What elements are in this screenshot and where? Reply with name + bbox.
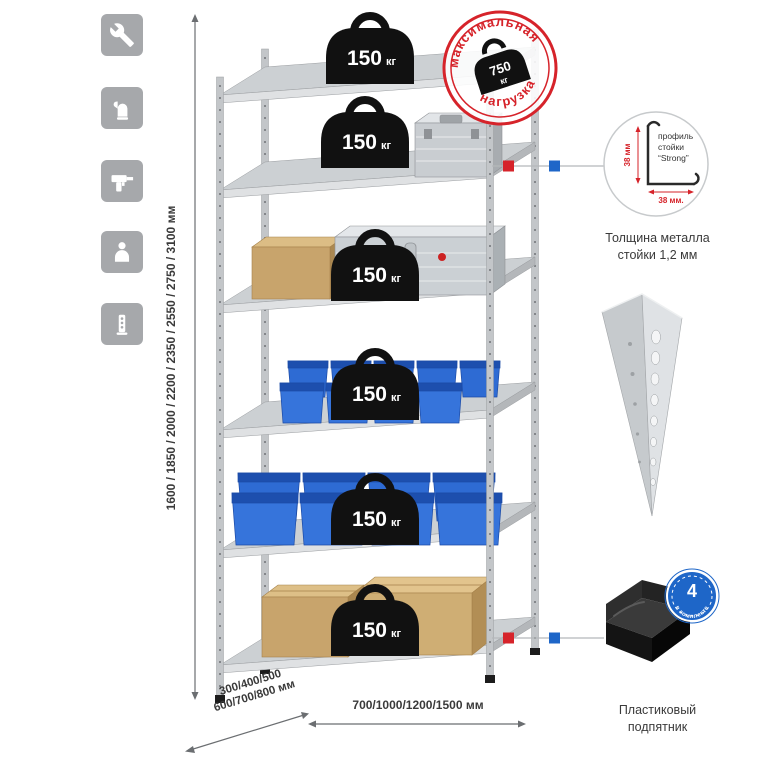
red-marker-square bbox=[503, 632, 514, 644]
quantity-badge: 4 в комплекте bbox=[664, 568, 720, 624]
max-load-stamp: максимальная нагрузка 750 кг bbox=[438, 6, 558, 126]
connector-top bbox=[492, 160, 604, 172]
wrench-icon bbox=[110, 23, 134, 47]
feature-tile-post bbox=[101, 303, 143, 345]
drill-icon bbox=[111, 175, 134, 192]
svg-text:кг: кг bbox=[391, 273, 402, 285]
svg-text:4: 4 bbox=[687, 581, 697, 601]
svg-text:“Strong”: “Strong” bbox=[658, 153, 689, 163]
shelving-rack: 150 кг 150 кг 150 кг 150 кг bbox=[215, 12, 540, 703]
post-profile-detail: 38 мм 38 мм. профиль стойки “Strong” bbox=[603, 111, 709, 217]
weight-150kg: 150 кг bbox=[331, 348, 419, 420]
svg-text:кг: кг bbox=[391, 628, 402, 640]
feature-tile-assembly bbox=[101, 14, 143, 56]
height-dimension-line bbox=[191, 14, 199, 700]
weight-150kg: 150 кг bbox=[321, 96, 409, 168]
svg-text:кг: кг bbox=[381, 140, 392, 152]
red-marker-square bbox=[503, 160, 514, 172]
svg-text:38 мм.: 38 мм. bbox=[658, 196, 683, 205]
angle-post-image bbox=[601, 293, 683, 517]
svg-text:150: 150 bbox=[342, 131, 377, 154]
svg-text:профиль: профиль bbox=[658, 131, 694, 141]
weight-750kg: 750 кг bbox=[474, 38, 531, 96]
weight-150kg: 150 кг bbox=[331, 229, 419, 301]
svg-text:150: 150 bbox=[352, 619, 387, 642]
post-side-holes bbox=[628, 342, 641, 464]
svg-text:150: 150 bbox=[347, 47, 382, 70]
post-perforations bbox=[650, 329, 661, 486]
thickness-caption: Толщина металла стойки 1,2 мм bbox=[605, 231, 710, 262]
blue-marker-square bbox=[549, 632, 560, 644]
profile-dimensions bbox=[635, 126, 694, 195]
width-dimensions-label: 700/1000/1200/1500 мм bbox=[352, 698, 484, 712]
svg-text:кг: кг bbox=[499, 74, 510, 86]
svg-text:750: 750 bbox=[488, 58, 513, 79]
plastic-foot-caption: Пластиковый подпятник bbox=[618, 703, 697, 734]
cardboard-box-shelf3 bbox=[251, 236, 345, 300]
weight-150kg: 150 кг bbox=[331, 473, 419, 545]
blue-marker-square bbox=[549, 160, 560, 172]
connector-bottom bbox=[492, 632, 604, 644]
depth-dimension-line bbox=[185, 712, 309, 753]
height-dimensions-label: 1600 / 1850 / 2000 / 2200 / 2350 / 2550 … bbox=[164, 205, 178, 511]
svg-text:150: 150 bbox=[352, 508, 387, 531]
shelf-load-weights: 150 кг 150 кг 150 кг 150 кг bbox=[321, 12, 419, 656]
glove-icon bbox=[113, 101, 129, 120]
svg-text:150: 150 bbox=[352, 264, 387, 287]
svg-text:150: 150 bbox=[352, 383, 387, 406]
svg-text:кг: кг bbox=[391, 392, 402, 404]
weight-150kg: 150 кг bbox=[326, 12, 414, 84]
weight-150kg: 150 кг bbox=[331, 584, 419, 656]
feature-tile-gloves bbox=[101, 87, 143, 129]
svg-text:38 мм: 38 мм bbox=[623, 143, 632, 166]
profile-cross-section bbox=[646, 120, 700, 186]
svg-text:стойки: стойки bbox=[658, 142, 684, 152]
feature-tile-person bbox=[101, 231, 143, 273]
svg-text:кг: кг bbox=[386, 56, 397, 68]
perforated-post-icon bbox=[116, 314, 128, 335]
feature-tile-drill bbox=[101, 160, 143, 202]
person-icon bbox=[114, 242, 130, 262]
svg-text:кг: кг bbox=[391, 517, 402, 529]
width-dimension-line bbox=[308, 720, 526, 728]
